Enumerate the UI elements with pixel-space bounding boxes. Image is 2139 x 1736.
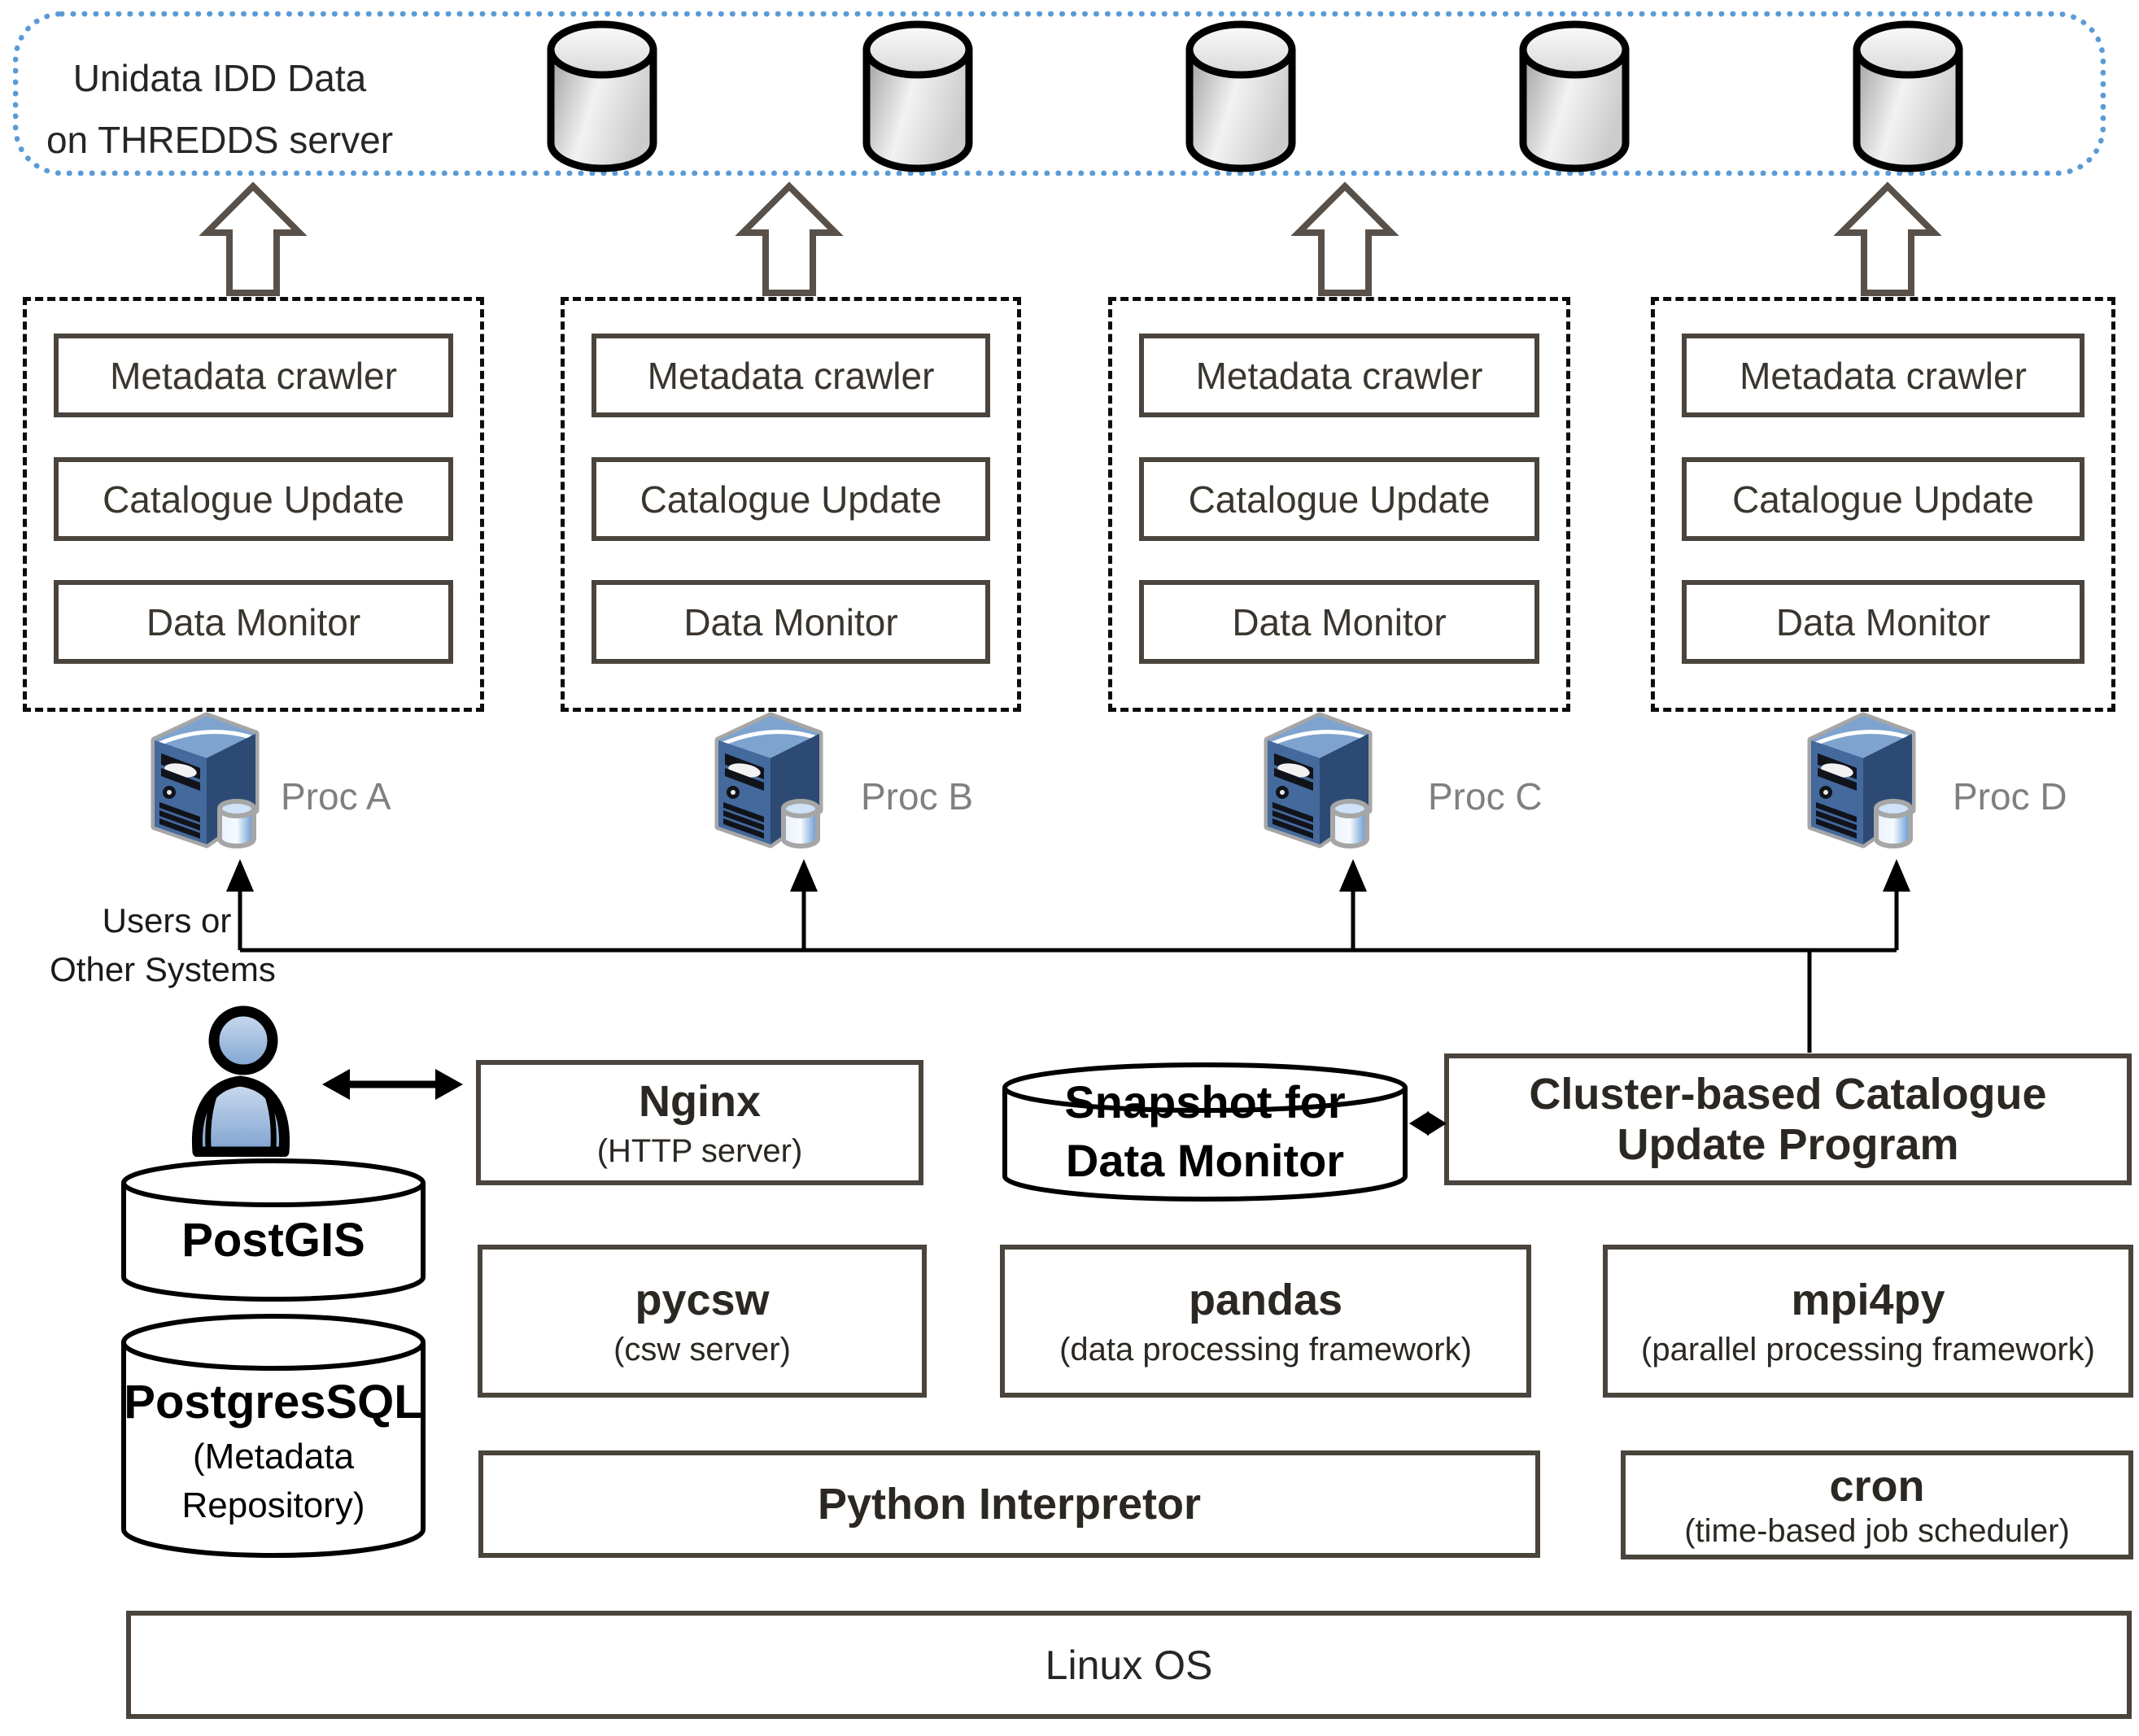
snapshot-cluster-arrowhead-left: [1409, 1111, 1429, 1136]
server-icon: [1253, 706, 1383, 857]
cron-title: cron: [1829, 1461, 1925, 1511]
idd-upload-arrow: [735, 181, 844, 296]
proc-d-label: Proc D: [1953, 775, 2067, 818]
idd-upload-arrow: [199, 181, 308, 296]
pandas-box: pandas (data processing framework): [1000, 1245, 1531, 1398]
catalogue-update-box: Catalogue Update: [1682, 457, 2084, 541]
nginx-subtitle: (HTTP server): [596, 1133, 803, 1170]
cluster-program-line1: Cluster-based Catalogue: [1529, 1069, 2047, 1119]
data-monitor-box: Data Monitor: [1139, 580, 1539, 664]
python-interpretor-title: Python Interpretor: [817, 1479, 1202, 1529]
pandas-title: pandas: [1188, 1275, 1343, 1324]
nginx-title: Nginx: [638, 1076, 761, 1126]
data-monitor-label: Data Monitor: [1232, 600, 1447, 643]
mpi4py-box: mpi4py (parallel processing framework): [1603, 1245, 2133, 1398]
metadata-crawler-box: Metadata crawler: [54, 334, 453, 417]
proc-arrowhead-a: [226, 859, 254, 892]
user-nginx-arrowhead-left: [322, 1069, 350, 1100]
user-nginx-arrowhead-right: [435, 1069, 463, 1100]
idd-thredds-label-line2: on THREDDS server: [46, 119, 394, 161]
postgis-label: PostGIS: [181, 1214, 365, 1267]
nginx-box: Nginx (HTTP server): [476, 1060, 923, 1185]
proc-a-label: Proc A: [281, 775, 391, 818]
metadata-crawler-label: Metadata crawler: [1195, 354, 1483, 397]
snapshot-cylinder: Snapshot for Data Monitor: [1001, 1062, 1409, 1204]
metadata-crawler-box: Metadata crawler: [1139, 334, 1539, 417]
idd-upload-arrow: [1833, 181, 1942, 296]
proc-arrowhead-b: [790, 859, 818, 892]
idd-thredds-label: Unidata IDD Data on THREDDS server: [45, 47, 395, 171]
users-label-line1: Users or: [102, 901, 232, 940]
data-monitor-label: Data Monitor: [1775, 600, 1991, 643]
metadata-crawler-box: Metadata crawler: [591, 334, 990, 417]
catalogue-update-label: Catalogue Update: [1188, 478, 1491, 521]
proc-b-label: Proc B: [861, 775, 974, 818]
idd-upload-arrow: [1290, 181, 1399, 296]
database-cylinder-icon: [1184, 20, 1298, 178]
postgressql-sub-line2: Repository): [181, 1485, 365, 1525]
pipeline-group-d: Metadata crawler Catalogue Update Data M…: [1651, 297, 2115, 712]
server-icon: [704, 706, 834, 857]
catalogue-update-label: Catalogue Update: [640, 478, 942, 521]
linux-os-title: Linux OS: [1045, 1642, 1213, 1688]
catalogue-update-label: Catalogue Update: [1732, 478, 2034, 521]
database-cylinder-icon: [1851, 20, 1965, 178]
cron-box: cron (time-based job scheduler): [1621, 1450, 2133, 1559]
users-label-line2: Other Systems: [50, 950, 276, 988]
pipeline-group-a: Metadata crawler Catalogue Update Data M…: [23, 297, 484, 712]
mpi4py-subtitle: (parallel processing framework): [1641, 1332, 2095, 1368]
cluster-program-line2: Update Program: [1617, 1120, 1959, 1169]
pycsw-subtitle: (csw server): [613, 1332, 791, 1368]
mpi4py-title: mpi4py: [1791, 1275, 1945, 1324]
proc-c-label: Proc C: [1428, 775, 1543, 818]
metadata-crawler-label: Metadata crawler: [1740, 354, 2027, 397]
database-cylinder-icon: [861, 20, 975, 178]
data-monitor-label: Data Monitor: [683, 600, 898, 643]
idd-thredds-label-line1: Unidata IDD Data: [72, 57, 367, 99]
pycsw-title: pycsw: [635, 1275, 770, 1324]
postgressql-label: PostgresSQL: [124, 1376, 423, 1428]
pycsw-box: pycsw (csw server): [478, 1245, 927, 1398]
pandas-subtitle: (data processing framework): [1059, 1332, 1472, 1368]
snapshot-label-line1: Snapshot for: [1064, 1076, 1346, 1128]
server-icon: [1796, 706, 1927, 857]
database-cylinder-icon: [545, 20, 659, 178]
snapshot-label-line2: Data Monitor: [1065, 1135, 1345, 1186]
catalogue-update-box: Catalogue Update: [54, 457, 453, 541]
linux-os-box: Linux OS: [126, 1611, 2132, 1719]
data-monitor-label: Data Monitor: [146, 600, 361, 643]
data-monitor-box: Data Monitor: [54, 580, 453, 664]
proc-arrowhead-d: [1883, 859, 1910, 892]
data-monitor-box: Data Monitor: [1682, 580, 2084, 664]
data-monitor-box: Data Monitor: [591, 580, 990, 664]
catalogue-update-label: Catalogue Update: [103, 478, 404, 521]
server-icon: [140, 706, 270, 857]
cron-subtitle: (time-based job scheduler): [1684, 1513, 2070, 1550]
catalogue-update-box: Catalogue Update: [591, 457, 990, 541]
metadata-crawler-label: Metadata crawler: [110, 354, 397, 397]
user-person-icon: [175, 1002, 305, 1157]
pipeline-group-b: Metadata crawler Catalogue Update Data M…: [561, 297, 1021, 712]
idd-thredds-band: [13, 11, 2106, 176]
postgressql-sub-line1: (Metadata: [192, 1437, 355, 1476]
cluster-program-box: Cluster-based Catalogue Update Program: [1444, 1053, 2132, 1185]
database-cylinder-icon: [1517, 20, 1631, 178]
proc-arrowhead-c: [1339, 859, 1367, 892]
metadata-crawler-box: Metadata crawler: [1682, 334, 2084, 417]
postgressql-cylinder: PostgresSQL (Metadata Repository): [120, 1313, 427, 1562]
metadata-crawler-label: Metadata crawler: [647, 354, 935, 397]
python-interpretor-box: Python Interpretor: [478, 1450, 1540, 1558]
catalogue-update-box: Catalogue Update: [1139, 457, 1539, 541]
postgis-cylinder: PostGIS: [120, 1158, 427, 1304]
pipeline-group-c: Metadata crawler Catalogue Update Data M…: [1108, 297, 1570, 712]
